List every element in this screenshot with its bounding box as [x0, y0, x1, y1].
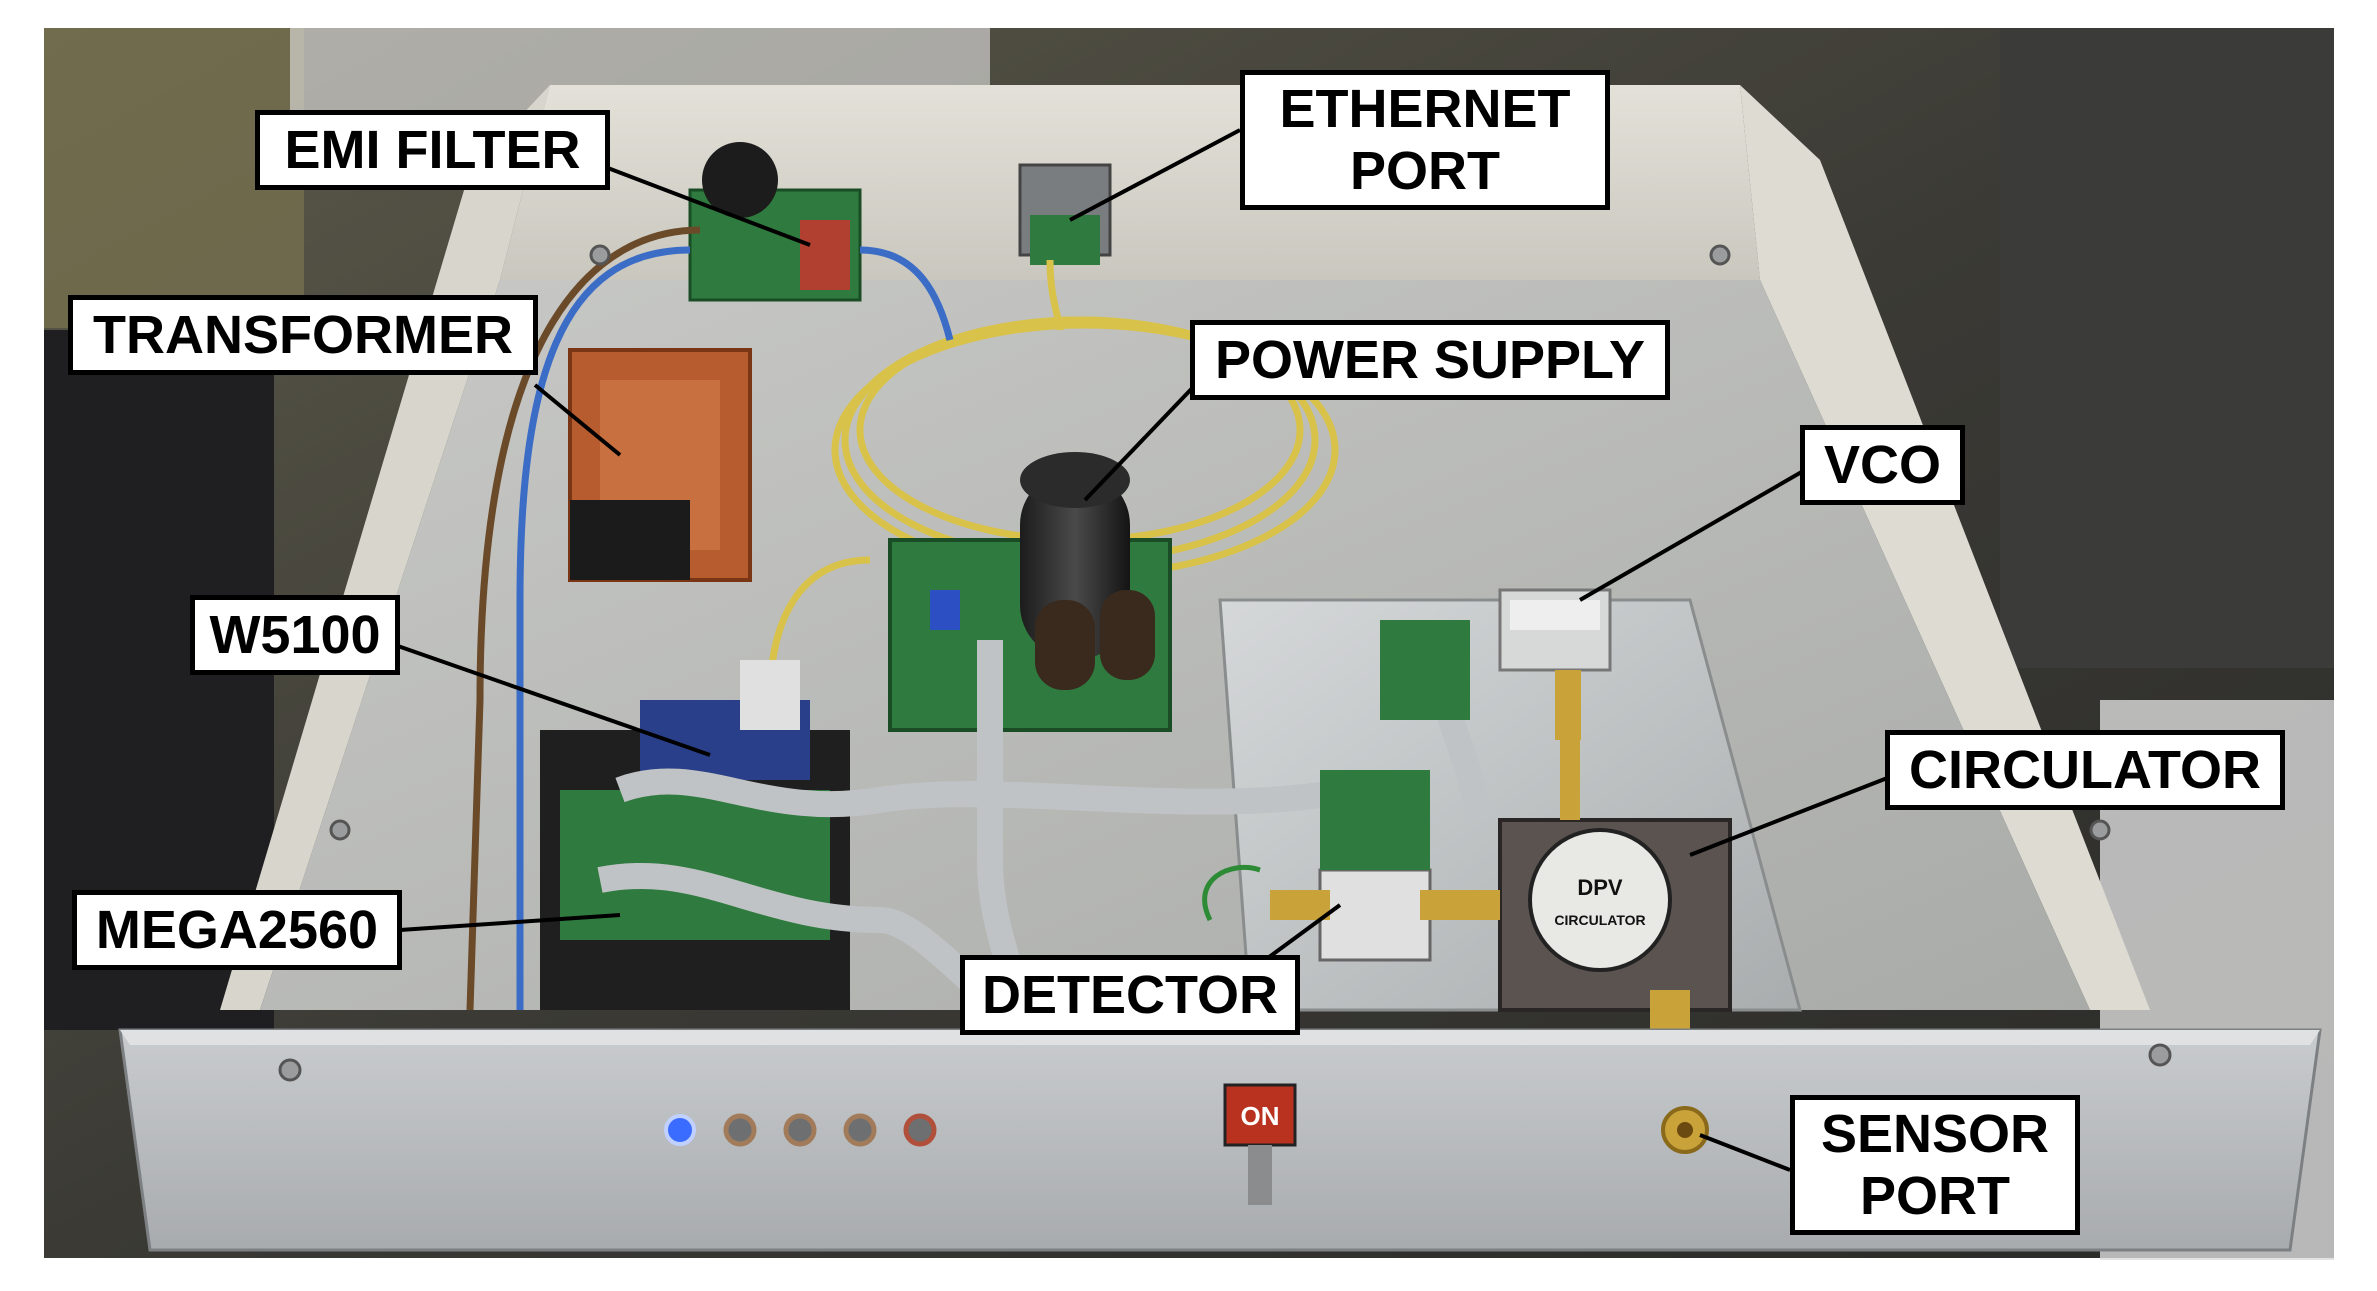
leader-lines [394, 128, 1896, 1172]
front-leds [664, 1113, 937, 1147]
label-transformer: TRANSFORMER [68, 295, 538, 375]
power-switch: ON [1223, 1083, 1297, 1205]
label-w5100: W5100 [190, 595, 400, 675]
vco-shape [1380, 588, 1612, 720]
label-circulator-text: CIRCULATOR [1909, 740, 2261, 800]
label-vco: VCO [1800, 425, 1965, 505]
label-w5100-text: W5100 [209, 605, 381, 665]
label-sensor-port-line1: SENSOR [1820, 1104, 2050, 1164]
ethernet-port-shape [1018, 163, 1112, 265]
label-emi-filter: EMI FILTER [255, 110, 610, 190]
label-power-supply-text: POWER SUPPLY [1214, 330, 1646, 390]
label-detector-text: DETECTOR [981, 965, 1279, 1025]
sensor-port-shape [1661, 1106, 1709, 1154]
transformer-shape [568, 348, 752, 582]
label-ethernet-port-line1: ETHERNET [1279, 79, 1571, 139]
switch-label: ON [1241, 1101, 1280, 1131]
circulator-brand: DPV [1577, 875, 1623, 900]
label-sensor-port-line2: PORT [1859, 1166, 2010, 1226]
power-supply-shape [888, 452, 1172, 732]
label-ethernet-port-line2: PORT [1349, 141, 1500, 201]
label-transformer-text: TRANSFORMER [93, 305, 513, 365]
label-ethernet-port: ETHERNET PORT [1240, 70, 1610, 210]
label-mega2560: MEGA2560 [72, 890, 402, 970]
label-power-supply: POWER SUPPLY [1190, 320, 1670, 400]
circulator-print: CIRCULATOR [1554, 912, 1645, 928]
label-sensor-port: SENSOR PORT [1790, 1095, 2080, 1235]
label-detector: DETECTOR [960, 955, 1300, 1035]
led-blue [664, 1114, 696, 1146]
circulator-shape: DPV CIRCULATOR [1498, 818, 1732, 1012]
label-mega2560-text: MEGA2560 [95, 900, 379, 960]
label-emi-filter-text: EMI FILTER [284, 120, 581, 180]
label-circulator: CIRCULATOR [1885, 730, 2285, 810]
detector-shape [1202, 770, 1500, 962]
label-vco-text: VCO [1823, 435, 1942, 495]
